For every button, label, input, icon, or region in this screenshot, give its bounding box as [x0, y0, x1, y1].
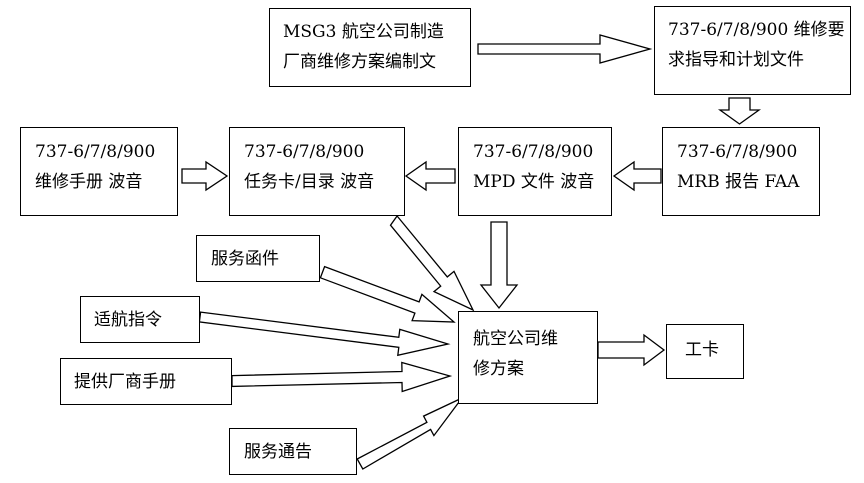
airline-program-line2: 修方案 — [473, 359, 524, 379]
work-card-box: 工卡 — [666, 324, 744, 379]
task-card-line1: 737-6/7/8/900 — [244, 142, 365, 162]
mpd-file-box: 737-6/7/8/900 MPD 文件 波音 — [458, 127, 612, 216]
arrow-letter-to-program — [319, 265, 456, 323]
msg3-box: MSG3 航空公司制造 厂商维修方案编制文 — [269, 8, 471, 87]
mpd-guide-box: 737-6/7/8/900 维修要 求指导和计划文件 — [654, 6, 851, 95]
arrow-guide-to-mrb — [717, 97, 762, 125]
maint-manual-line1: 737-6/7/8/900 — [35, 142, 156, 162]
vendor-manual-label: 提供厂商手册 — [74, 372, 176, 392]
vendor-manual-box: 提供厂商手册 — [60, 358, 232, 405]
airworthiness-directive-box: 适航指令 — [80, 296, 200, 343]
maint-manual-line2: 维修手册 波音 — [35, 172, 143, 192]
arrow-vendor-to-program — [231, 361, 453, 393]
mpd-guide-line2: 求指导和计划文件 — [668, 50, 804, 70]
arrow-ad-to-program — [198, 311, 451, 357]
mrb-line2: MRB 报告 FAA — [677, 172, 800, 192]
service-bulletin-label: 服务通告 — [244, 442, 312, 462]
service-letter-box: 服务函件 — [196, 235, 320, 282]
arrow-mpd-to-program — [479, 221, 519, 310]
mrb-line1: 737-6/7/8/900 — [677, 142, 798, 162]
maint-manual-box: 737-6/7/8/900 维修手册 波音 — [20, 127, 178, 216]
arrow-manual-to-taskcard — [181, 160, 229, 192]
task-card-box: 737-6/7/8/900 任务卡/目录 波音 — [229, 127, 405, 216]
mrb-box: 737-6/7/8/900 MRB 报告 FAA — [662, 127, 820, 216]
service-letter-label: 服务函件 — [211, 249, 279, 269]
task-card-line2: 任务卡/目录 波音 — [244, 172, 375, 192]
arrow-mrb-to-mpd — [612, 160, 662, 192]
arrow-program-to-workcard — [597, 333, 666, 367]
arrow-bulletin-to-program — [356, 397, 463, 470]
msg3-line2: 厂商维修方案编制文 — [283, 52, 436, 72]
arrow-taskcard-to-program — [389, 214, 475, 312]
arrow-msg3-to-guide — [477, 34, 653, 64]
mpd-guide-line1: 737-6/7/8/900 维修要 — [668, 20, 845, 40]
work-card-label: 工卡 — [685, 340, 719, 360]
msg3-line1: MSG3 航空公司制造 — [283, 22, 444, 42]
mpd-file-line1: 737-6/7/8/900 — [473, 142, 594, 162]
airline-program-box: 航空公司维 修方案 — [458, 311, 598, 404]
airworthiness-directive-label: 适航指令 — [94, 310, 162, 330]
mpd-file-line2: MPD 文件 波音 — [473, 172, 595, 192]
service-bulletin-box: 服务通告 — [229, 428, 357, 475]
arrow-mpd-to-taskcard — [404, 160, 456, 192]
airline-program-line1: 航空公司维 — [473, 329, 558, 349]
